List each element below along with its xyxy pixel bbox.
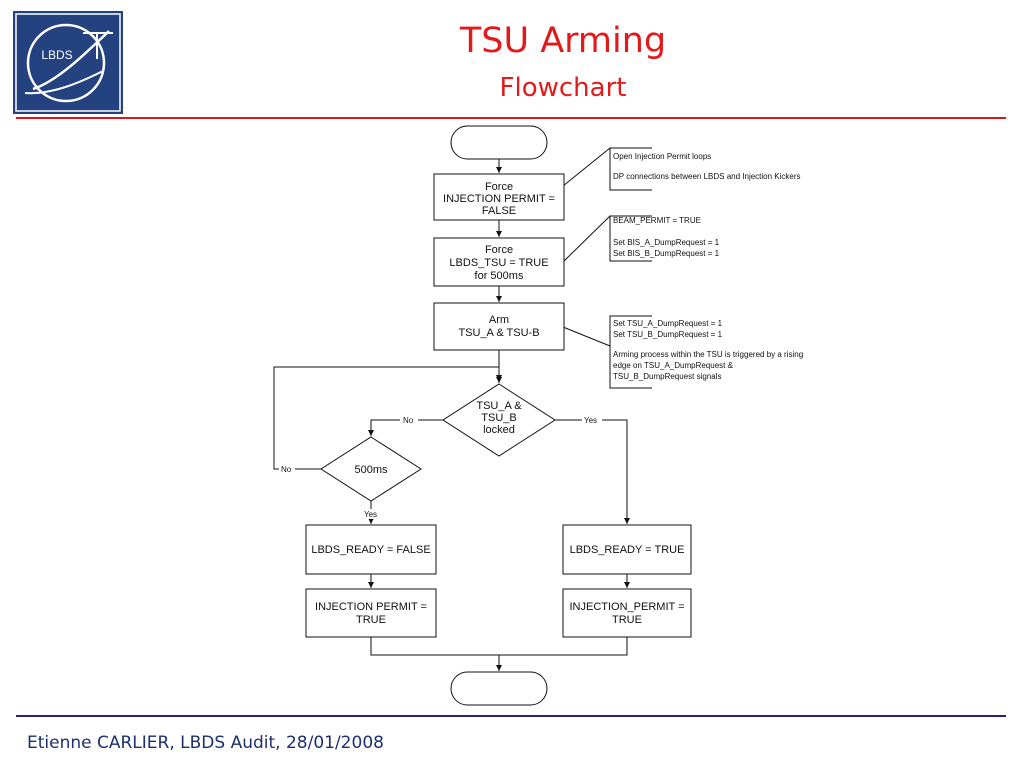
label-yes-timer: Yes <box>364 510 377 519</box>
force-tsu-line-3: for 500ms <box>475 270 524 282</box>
timer-label: 500ms <box>354 464 388 476</box>
ready-true-label: LBDS_READY = TRUE <box>570 544 685 556</box>
arm-line-1: Arm <box>489 314 509 326</box>
perm-left-line-2: TRUE <box>356 614 386 626</box>
note3-line-2: Set TSU_B_DumpRequest = 1 <box>613 330 723 339</box>
slide-title: TSU Arming <box>459 21 667 61</box>
locked-line-2: TSU_B <box>481 412 516 424</box>
ready-false-label: LBDS_READY = FALSE <box>311 544 430 556</box>
note-injection-permit: Open Injection Permit loops DP connectio… <box>609 147 801 191</box>
note-beam-permit: BEAM_PERMIT = TRUE Set BIS_A_DumpRequest… <box>609 215 720 262</box>
process-ready-false: LBDS_READY = FALSE <box>305 524 437 575</box>
end-terminal <box>450 671 548 706</box>
process-permit-left: INJECTION PERMIT = TRUE <box>305 588 437 638</box>
perm-right-line-1: INJECTION_PERMIT = <box>569 601 684 613</box>
force-tsu-line-1: Force <box>485 244 513 256</box>
arm-line-2: TSU_A & TSU-B <box>458 327 539 339</box>
force-permit-line-3: FALSE <box>482 205 516 217</box>
perm-left-line-1: INJECTION PERMIT = <box>315 601 427 613</box>
process-arm-tsu: Arm TSU_A & TSU-B <box>433 302 565 351</box>
header-divider <box>16 117 1006 119</box>
note3-line-6: TSU_B_DumpRequest signals <box>613 372 722 381</box>
logo-text: LBDS <box>41 48 72 62</box>
label-no-locked: No <box>403 416 414 425</box>
decision-tsu-locked: TSU_A & TSU_B locked <box>442 383 556 457</box>
label-yes-locked: Yes <box>584 416 597 425</box>
footer-text: Etienne CARLIER, LBDS Audit, 28/01/2008 <box>27 733 384 753</box>
perm-right-line-2: TRUE <box>612 614 642 626</box>
note3-line-5: edge on TSU_A_DumpRequest & <box>613 361 734 370</box>
locked-line-3: locked <box>483 424 515 436</box>
force-permit-line-1: Force <box>485 181 513 193</box>
process-permit-right: INJECTION_PERMIT = TRUE <box>562 588 692 638</box>
footer-divider <box>16 715 1006 717</box>
note3-line-4: Arming process within the TSU is trigger… <box>613 350 803 359</box>
branch-labels: No Yes No Yes <box>279 414 602 519</box>
note3-line-1: Set TSU_A_DumpRequest = 1 <box>613 319 723 328</box>
force-permit-line-2: INJECTION PERMIT = <box>443 193 555 205</box>
process-force-injection-permit: Force INJECTION PERMIT = FALSE <box>433 173 565 221</box>
note-tsu-arming: Set TSU_A_DumpRequest = 1 Set TSU_B_Dump… <box>609 315 803 389</box>
force-tsu-line-2: LBDS_TSU = TRUE <box>449 257 548 269</box>
label-no-timer: No <box>281 465 292 474</box>
slide-subtitle: Flowchart <box>499 73 627 103</box>
note2-line-1: BEAM_PERMIT = TRUE <box>613 216 701 225</box>
note2-line-3: Set BIS_A_DumpRequest = 1 <box>613 238 720 247</box>
locked-line-1: TSU_A & <box>476 400 522 412</box>
decision-500ms: 500ms <box>320 436 422 502</box>
note1-line-3: DP connections between LBDS and Injectio… <box>613 172 801 181</box>
process-ready-true: LBDS_READY = TRUE <box>562 524 692 575</box>
note2-line-4: Set BIS_B_DumpRequest = 1 <box>613 249 720 258</box>
process-force-lbds-tsu: Force LBDS_TSU = TRUE for 500ms <box>433 237 565 287</box>
note1-line-1: Open Injection Permit loops <box>613 152 711 161</box>
start-terminal <box>450 125 548 160</box>
lbds-logo: LBDS <box>13 11 123 114</box>
